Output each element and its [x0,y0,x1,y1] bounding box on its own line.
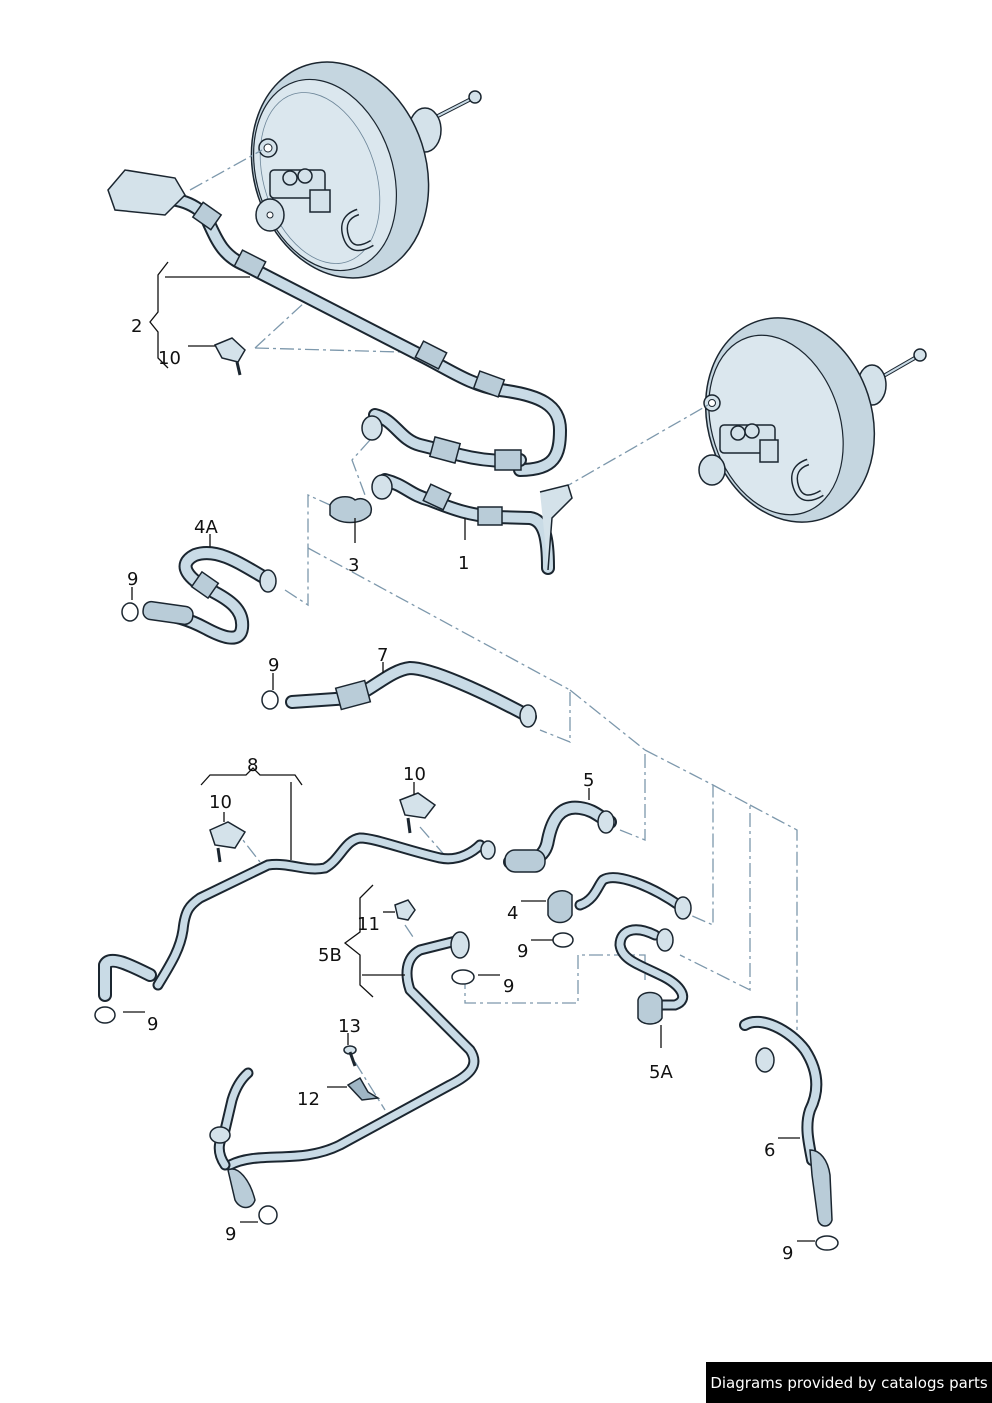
brake-booster-top [250,61,482,279]
bracket-part-12 [346,1076,381,1101]
label-part-7: 7 [377,645,388,666]
label-part-5b: 5B [318,945,342,966]
clip-part-10-mid-right [399,792,437,834]
label-part-1: 1 [458,553,469,574]
cap-part-3 [329,495,372,524]
hose-part-6 [739,1015,839,1251]
hose-part-5 [503,800,617,873]
label-part-10-right: 10 [403,764,426,785]
hose-part-5a [614,924,689,1025]
label-part-9-c: 9 [517,941,528,962]
hose-part-4 [547,872,692,948]
footer-credit-text: Diagrams provided by catalogs parts [710,1373,988,1392]
screw-part-13 [343,1045,357,1067]
label-part-2: 2 [131,316,142,337]
hose-part-4a [121,546,277,645]
clip-part-11 [394,899,416,921]
label-part-6: 6 [764,1140,775,1161]
hose-part-7 [261,661,537,728]
label-part-3: 3 [348,555,359,576]
label-part-10-left: 10 [209,792,232,813]
label-part-12: 12 [297,1089,320,1110]
label-part-13: 13 [338,1016,361,1037]
hose-part-2 [107,169,567,477]
leader-lines [123,261,815,1242]
label-part-9-a: 9 [127,569,138,590]
label-part-9-f: 9 [225,1224,236,1245]
clip-part-10-mid-left [209,821,247,863]
brake-booster-right [698,317,927,523]
part-labels: 2 10 1 3 4A 9 9 7 8 10 10 5 4 9 11 5B 9 … [127,316,793,1264]
reference-dash-lines [189,149,798,1111]
label-part-5a: 5A [649,1062,673,1083]
label-part-4a: 4A [194,517,218,538]
label-part-11: 11 [357,914,380,935]
label-part-10-top: 10 [158,348,181,369]
label-part-9-d: 9 [503,976,514,997]
hose-part-8 [94,832,496,1024]
clip-part-10-top [213,337,246,376]
footer-credit: Diagrams provided by catalogs parts [706,1362,992,1403]
hose-part-5b [209,931,480,1225]
label-part-4: 4 [507,903,518,924]
hose-part-1 [361,408,573,575]
label-part-9-e: 9 [147,1014,158,1035]
label-part-9-g: 9 [782,1243,793,1264]
label-part-8: 8 [247,755,258,776]
label-part-5: 5 [583,770,594,791]
label-part-9-b: 9 [268,655,279,676]
